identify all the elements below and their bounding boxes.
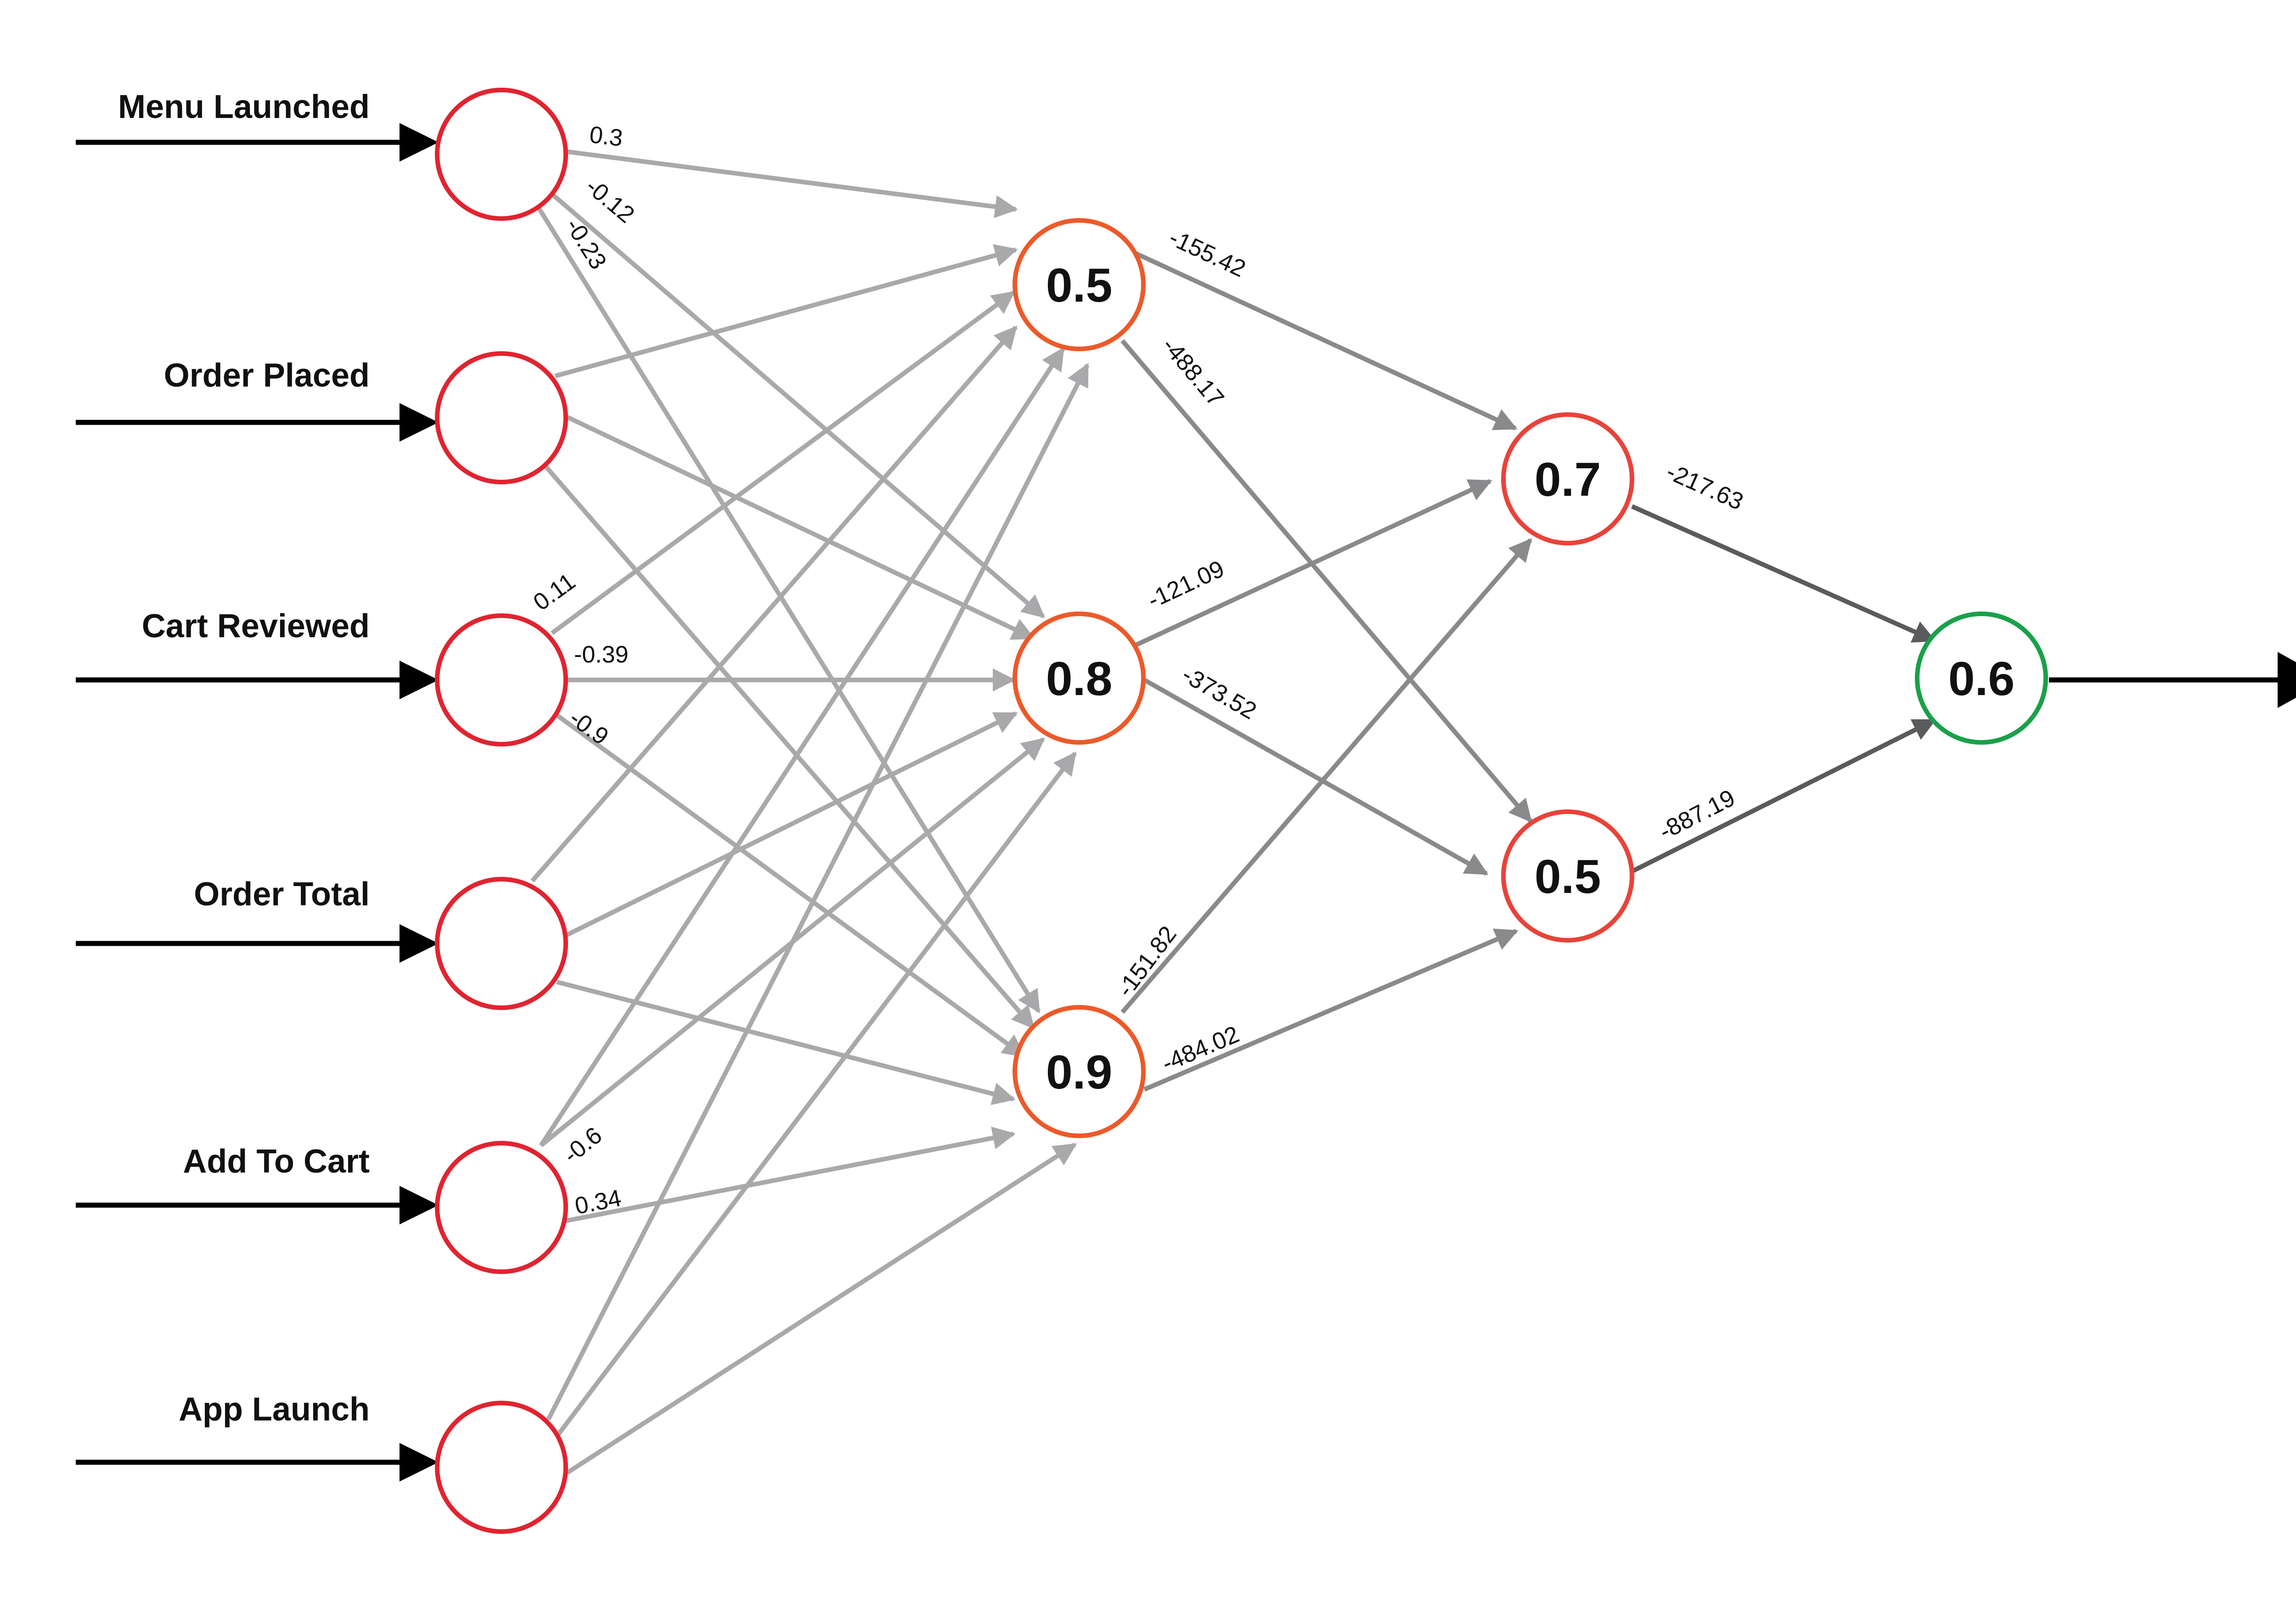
input-label-cart-reviewed: Cart Reviewed: [142, 608, 370, 645]
hidden1-value-2: 0.8: [1046, 652, 1113, 706]
weight-label: -217.63: [1662, 458, 1747, 516]
hidden1-value-3: 0.9: [1046, 1046, 1113, 1099]
weight-label: -0.9: [564, 705, 613, 751]
weight-label: -0.12: [580, 173, 639, 229]
edge-h2-a: [1132, 479, 1492, 648]
hidden-layer-1: 0.5 0.8 0.9: [1013, 218, 1146, 1138]
hidden1-node-1: [1013, 218, 1146, 351]
hidden2-node-1: [1501, 412, 1634, 545]
input-arrows: [76, 123, 439, 1482]
edge-in2-h1: [554, 244, 1018, 378]
input-node-6: [435, 1401, 568, 1534]
input-arrow-1: [76, 123, 439, 162]
edge-in2-h2: [563, 414, 1035, 640]
weight-label: -121.09: [1144, 556, 1228, 614]
weight-label: 0.3: [588, 121, 625, 152]
hidden1-node-3: [1013, 1005, 1146, 1138]
weight-label: -0.39: [574, 641, 629, 668]
hidden2-node-2: [1501, 809, 1634, 943]
input-node-2: [435, 351, 568, 484]
edge-in5-h3: [563, 1127, 1016, 1224]
input-hidden1-edges: [530, 149, 1090, 1475]
input-arrow-5: [76, 1186, 439, 1224]
hidden2-value-1: 0.7: [1535, 453, 1601, 506]
output-layer: 0.6: [1915, 612, 2048, 745]
edge-in4-h2: [562, 711, 1018, 939]
input-arrow-6: [76, 1443, 439, 1482]
weight-label: -151.82: [1112, 921, 1182, 1002]
output-arrow: [2049, 652, 2296, 708]
hidden-layer-2: 0.7 0.5: [1501, 412, 1634, 943]
weight-label: -373.52: [1177, 661, 1261, 724]
input-label-order-placed: Order Placed: [164, 357, 370, 394]
input-label-add-to-cart: Add To Cart: [183, 1143, 370, 1180]
edge-h3-a: [1120, 538, 1532, 1014]
weight-label: 0.34: [573, 1185, 623, 1220]
weight-label: -0.6: [558, 1122, 607, 1168]
hidden2-value-2: 0.5: [1535, 850, 1601, 904]
hidden1-node-2: [1013, 612, 1146, 745]
edge-in2-h3: [542, 463, 1035, 1029]
input-node-5: [435, 1141, 568, 1274]
hidden1-hidden2-edges: [1120, 250, 1532, 1092]
hidden1-value-1: 0.5: [1046, 259, 1113, 312]
input-arrow-3: [76, 661, 439, 699]
output-node: [1915, 612, 2048, 745]
input-labels: Menu Launched Order Placed Cart Reviewed…: [118, 89, 370, 1428]
edge-h1-b: [1120, 339, 1532, 823]
input-node-1: [435, 88, 568, 221]
edge-h2-b: [1143, 678, 1489, 876]
weight-label: -0.23: [560, 214, 612, 274]
weight-label: -887.19: [1655, 785, 1739, 845]
edge-in1-h1: [565, 149, 1018, 219]
edge-b-out: [1631, 718, 1936, 874]
edge-h1-a: [1132, 250, 1518, 431]
edge-in3-h3: [554, 712, 1026, 1058]
input-node-4: [435, 877, 568, 1010]
output-value: 0.6: [1948, 652, 2015, 706]
input-label-app-launch: App Launch: [179, 1391, 370, 1428]
edge-in6-h1: [546, 363, 1090, 1421]
input-arrow-2: [76, 403, 439, 442]
edge-in6-h3: [566, 1142, 1077, 1475]
input-node-3: [435, 613, 568, 747]
edge-in1-h3: [536, 206, 1041, 1014]
input-label-menu-launched: Menu Launched: [118, 89, 370, 125]
edge-in6-h2: [552, 752, 1077, 1442]
edge-a-out: [1631, 504, 1936, 643]
weight-label: -484.02: [1158, 1021, 1243, 1077]
weight-label: 0.11: [529, 568, 580, 616]
input-arrow-4: [76, 924, 439, 963]
hidden2-output-edges: [1631, 504, 1936, 874]
edge-in5-h1: [539, 347, 1065, 1147]
input-layer: [435, 88, 568, 1534]
edge-h3-b: [1143, 928, 1519, 1092]
input-label-order-total: Order Total: [194, 876, 370, 913]
edge-in1-h2: [546, 188, 1045, 618]
edge-in4-h1: [530, 326, 1018, 883]
weight-label: -488.17: [1157, 332, 1229, 411]
edge-in3-h1: [551, 290, 1016, 635]
